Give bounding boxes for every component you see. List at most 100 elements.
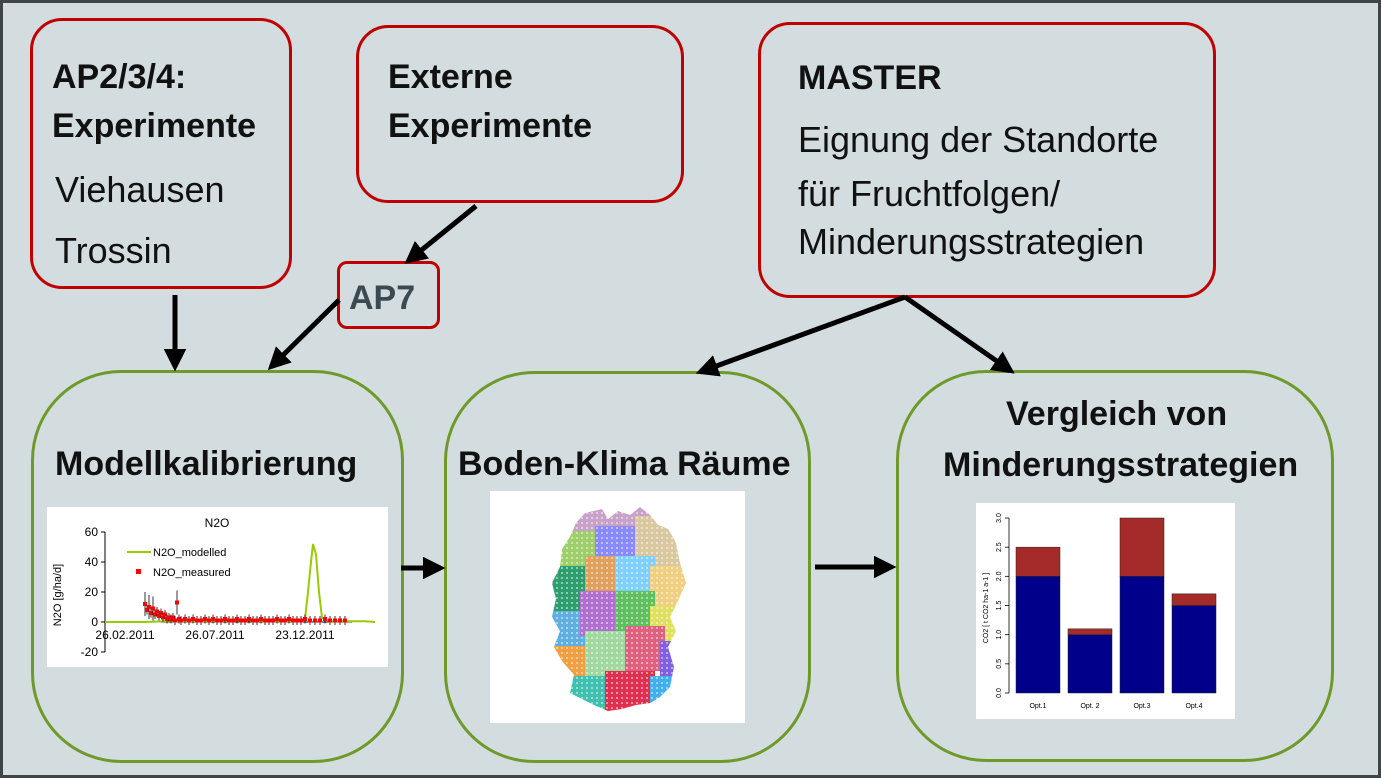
n2o-measured-point: [187, 618, 191, 623]
n2o-chart-title: N2O: [205, 516, 230, 530]
bar-y-tick-label: 3.0: [996, 513, 1003, 523]
n2o-y-tick-label: 40: [85, 555, 99, 569]
ap7-label: AP7: [349, 279, 416, 317]
ap234-box: [30, 18, 292, 289]
flow-arrows: [163, 204, 1015, 580]
n2o-measured-point: [153, 612, 157, 617]
bar-segment-blue: [1119, 576, 1165, 694]
n2o-measured-point: [191, 617, 195, 621]
n2o-legend-measured: N2O_measured: [153, 567, 231, 579]
n2o-chart: N2O 60 40 20 0 -20 N2O [g/ha/d] 26.02.2011 26.07…: [52, 516, 376, 659]
n2o-measured-point: [318, 618, 322, 623]
n2o-measured-point: [308, 618, 312, 623]
master-title: MASTER: [798, 59, 942, 97]
ap234-title-line1: AP2/3/4:: [52, 58, 187, 96]
n2o-measured-point: [163, 612, 167, 617]
n2o-measured-point: [247, 617, 251, 621]
master-line2: für Fruchtfolgen/: [798, 173, 1061, 214]
n2o-y-tick-label: -20: [81, 645, 99, 659]
n2o-measured-point: [195, 618, 199, 623]
n2o-measured-point: [157, 614, 161, 618]
n2o-measured-point: [147, 605, 151, 609]
bar-y-tick-label: 1.5: [996, 601, 1003, 611]
n2o-measured-point: [151, 606, 155, 611]
arrow-ap7-to-modell: [267, 298, 341, 371]
bar-segment-red: [1119, 517, 1165, 577]
n2o-measured-point: [255, 618, 259, 623]
n2o-measured-point: [251, 618, 255, 623]
n2o-measured-point: [211, 617, 215, 621]
n2o-x-tick-label: 26.02.2011: [95, 628, 154, 642]
master-line3: Minderungsstrategien: [798, 221, 1145, 262]
ap234-title-line2: Experimente: [52, 107, 257, 145]
n2o-measured-point: [183, 617, 187, 621]
n2o-measured-point: [223, 617, 227, 621]
n2o-measured-point: [283, 618, 287, 623]
bar-segment-blue: [1015, 576, 1061, 694]
n2o-measured-point: [231, 618, 235, 623]
n2o-measured-point: [279, 618, 283, 623]
bar-y-tick-label: 2.5: [996, 542, 1003, 552]
n2o-x-tick-label: 26.07.2011: [185, 628, 244, 642]
n2o-measured-point: [259, 617, 263, 621]
bar-y-tick-label: 0.5: [996, 659, 1003, 669]
n2o-measured-point: [343, 618, 347, 623]
vergleich-title-line2: Minderungsstrategien: [943, 446, 1299, 484]
master-line1: Eignung der Standorte: [798, 119, 1159, 160]
externe-line1: Externe: [388, 58, 513, 96]
n2o-measured-point: [295, 618, 299, 623]
map-panel: [490, 491, 745, 723]
modellkalibrierung-title: Modellkalibrierung: [55, 445, 358, 483]
n2o-x-tick-label: 23.12.2011: [275, 628, 334, 642]
n2o-measured-point: [143, 602, 147, 606]
slide-canvas: AP2/3/4: Experimente Viehausen Trossin E…: [3, 3, 1378, 775]
bar-segment-blue: [1067, 634, 1113, 694]
vergleich-title-line1: Vergleich von: [1006, 395, 1228, 433]
ap7-box: [337, 261, 440, 329]
arrow-master-to-vergleich: [903, 294, 1015, 374]
master-box: [758, 22, 1216, 298]
arrow-externe-to-ap7: [404, 204, 478, 264]
n2o-measured-point: [173, 618, 177, 623]
n2o-measured-point: [303, 617, 307, 621]
n2o-legend-modelled: N2O_modelled: [153, 547, 226, 559]
ap234-item-viehausen: Viehausen: [55, 169, 225, 210]
bar-y-axis-label: CO2 [ t CO2 ha-1 a-1 ]: [983, 573, 990, 643]
n2o-measured-point: [313, 618, 317, 623]
n2o-measured-point: [199, 618, 203, 623]
n2o-measured-point: [149, 611, 153, 615]
n2o-measured-point: [333, 618, 337, 623]
n2o-measured-point: [291, 618, 295, 623]
n2o-measured-point: [328, 618, 332, 623]
n2o-measured-point: [275, 617, 279, 621]
bar-x-tick-label: Opt.4: [1185, 703, 1202, 710]
n2o-measured-point: [155, 609, 159, 614]
n2o-y-axis-label: N2O [g/ha/d]: [52, 564, 64, 626]
n2o-measured-point: [267, 618, 271, 623]
n2o-y-tick-label: 0: [91, 615, 98, 629]
bar-segment-red: [1067, 628, 1113, 635]
n2o-measured-point: [215, 618, 219, 623]
n2o-y-tick-label: 20: [85, 585, 99, 599]
n2o-measured-point: [235, 617, 239, 621]
externe-line2: Experimente: [388, 107, 593, 145]
bar-x-tick-label: Opt.1: [1029, 703, 1046, 710]
bar-x-tick-label: Opt.3: [1133, 703, 1150, 710]
n2o-measured-point: [227, 618, 231, 623]
n2o-measured-point: [299, 618, 303, 623]
bar-x-tick-label: Opt. 2: [1080, 703, 1099, 710]
n2o-measured-point: [171, 615, 175, 620]
n2o-measured-point: [338, 618, 342, 623]
bar-segment-red: [1015, 546, 1061, 577]
arrow-master-to-boden: [695, 294, 906, 377]
bar-segment-red: [1171, 593, 1217, 606]
n2o-measured-point: [203, 617, 207, 621]
n2o-y-tick-label: 60: [85, 525, 99, 539]
boden-klima-title: Boden-Klima Räume: [458, 445, 791, 483]
externe-box: [356, 25, 684, 203]
n2o-legend-swatch-measured: [136, 569, 141, 574]
n2o-measured-point: [239, 618, 243, 623]
n2o-measured-point: [161, 615, 165, 620]
bar-y-tick-label: 2.0: [996, 571, 1003, 581]
